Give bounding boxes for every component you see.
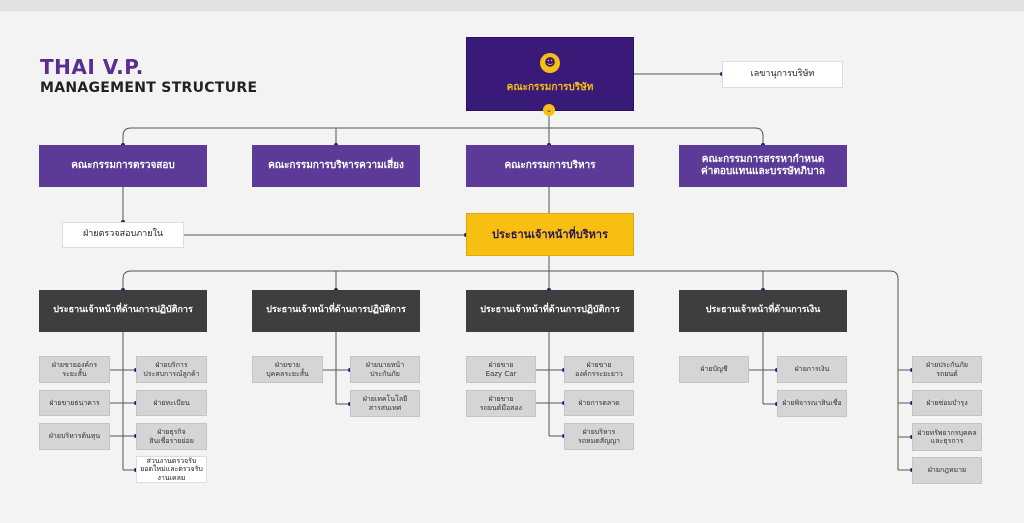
dept-label-1: ฝ่ายเทคโนโลยี bbox=[362, 395, 408, 404]
dept-label-2: ระยะสั้น bbox=[62, 369, 87, 378]
dept-label-1: ฝ่ายขาย bbox=[488, 395, 514, 404]
dept-label-1: ฝ่ายขาย bbox=[586, 361, 612, 370]
dept-label-2: ประกันภัย bbox=[370, 369, 400, 378]
dept-label-1: ส่วนงานตรวจรับ bbox=[146, 457, 197, 466]
chart-subtitle: MANAGEMENT STRUCTURE bbox=[40, 80, 258, 96]
risk-committee-box: คณะกรรมการบริหารความเสี่ยง bbox=[252, 145, 420, 187]
dept-label-1: ฝ่ายธุรกิจ bbox=[157, 428, 186, 437]
dept-label-2: Eazy Car bbox=[485, 369, 517, 378]
dept-label-2: ยอดใหม่และตรวจรับ bbox=[140, 465, 203, 474]
dept-label-1: ฝ่ายนายหน้า bbox=[365, 361, 405, 370]
dept-label-2: องค์กรระยะยาว bbox=[575, 369, 623, 378]
dept-label-3: งานเคลม bbox=[157, 473, 186, 482]
nomination-committee-box: คณะกรรมการสรรหากำหนด ค่าตอบแทนและบรรษัทภ… bbox=[679, 145, 847, 187]
dept-retail-credit: ฝ่ายธุรกิจ สินเชื่อรายย่อย bbox=[136, 423, 207, 450]
officer-ops-2-box: ประธานเจ้าหน้าที่ด้านการปฏิบัติการ bbox=[252, 290, 420, 332]
dept-label-1: ฝ่ายขายองค์กร bbox=[51, 361, 98, 370]
dept-label-1: ฝ่ายประกันภัย bbox=[926, 361, 968, 370]
top-strip bbox=[0, 0, 1024, 11]
officer-ops-1-box: ประธานเจ้าหน้าที่ด้านการปฏิบัติการ bbox=[39, 290, 207, 332]
dept-label-2: บุคคลระยะสั้น bbox=[266, 369, 309, 378]
dept-label-2: และธุรการ bbox=[930, 437, 964, 445]
board-label: คณะกรรมการบริษัท bbox=[506, 82, 594, 94]
dept-label-2: สารสนเทศ bbox=[368, 403, 402, 412]
dept-cost-management: ฝ่ายบริหารต้นทุน bbox=[39, 423, 110, 450]
company-secretary-box: เลขานุการบริษัท bbox=[722, 61, 843, 88]
officer-ops-3-box: ประธานเจ้าหน้าที่ด้านการปฏิบัติการ bbox=[466, 290, 634, 332]
nomination-line-2: ค่าตอบแทนและบรรษัทภิบาล bbox=[701, 166, 825, 177]
board-of-directors-box: ☻ คณะกรรมการบริษัท bbox=[466, 37, 634, 111]
dept-information-technology: ฝ่ายเทคโนโลยี สารสนเทศ bbox=[350, 390, 420, 417]
dept-label-2: รถหมดสัญญา bbox=[578, 436, 620, 445]
dept-label-1: ฝ่ายขาย bbox=[275, 361, 300, 370]
dept-car-insurance: ฝ่ายประกันภัย รถยนต์ bbox=[912, 356, 982, 383]
dept-label-1: ฝ่ายทรัพยากรบุคคล bbox=[917, 428, 977, 437]
dept-accounting: ฝ่ายบัญชี bbox=[679, 356, 749, 383]
dept-hr-admin: ฝ่ายทรัพยากรบุคคล และธุรการ bbox=[912, 423, 982, 451]
dept-customer-experience: ฝ่ายบริการ ประสบการณ์ลูกค้า bbox=[136, 356, 207, 383]
dept-registration: ฝ่ายทะเบียน bbox=[136, 390, 207, 416]
dept-label-2: สินเชื่อรายย่อย bbox=[149, 436, 194, 445]
dept-credit-approval: ฝ่ายพิจารณาสินเชื่อ bbox=[777, 390, 847, 417]
dept-finance: ฝ่ายการเงิน bbox=[777, 356, 847, 383]
audit-committee-box: คณะกรรมการตรวจสอบ bbox=[39, 145, 207, 187]
dept-used-car-sales: ฝ่ายขาย รถยนต์มือสอง bbox=[466, 390, 536, 417]
dept-label-2: รถยนต์มือสอง bbox=[479, 403, 523, 412]
dept-eazy-car-sales: ฝ่ายขาย Eazy Car bbox=[466, 356, 536, 383]
ceo-box: ประธานเจ้าหน้าที่บริหาร bbox=[466, 213, 634, 256]
dept-maintenance: ฝ่ายซ่อมบำรุง bbox=[912, 390, 982, 416]
dept-label-1: ฝ่ายบริหาร bbox=[582, 428, 616, 437]
dept-off-lease-management: ฝ่ายบริหาร รถหมดสัญญา bbox=[564, 423, 634, 450]
nomination-line-1: คณะกรรมการสรรหากำหนด bbox=[701, 153, 825, 165]
dept-label-1: ฝ่ายบริการ bbox=[155, 361, 188, 370]
dept-inspection-claims: ส่วนงานตรวจรับ ยอดใหม่และตรวจรับ งานเคลม bbox=[136, 456, 207, 483]
dept-label-2: ประสบการณ์ลูกค้า bbox=[143, 369, 200, 378]
company-name: THAI V.P. bbox=[40, 55, 144, 79]
executive-committee-box: คณะกรรมการบริหาร bbox=[466, 145, 634, 187]
person-icon: ☻ bbox=[540, 53, 560, 74]
dept-legal: ฝ่ายกฎหมาย bbox=[912, 457, 982, 484]
dept-label-2: รถยนต์ bbox=[936, 369, 958, 378]
dept-marketing: ฝ่ายการตลาด bbox=[564, 390, 634, 416]
dept-corporate-long-term-sales: ฝ่ายขาย องค์กรระยะยาว bbox=[564, 356, 634, 383]
dept-individual-short-term-sales: ฝ่ายขาย บุคคลระยะสั้น bbox=[252, 356, 323, 383]
dept-corporate-short-term-sales: ฝ่ายขายองค์กร ระยะสั้น bbox=[39, 356, 110, 383]
internal-audit-box: ฝ่ายตรวจสอบภายใน bbox=[62, 222, 184, 248]
chevron-down-icon: ⌄ bbox=[543, 104, 555, 116]
dept-insurance-broker: ฝ่ายนายหน้า ประกันภัย bbox=[350, 356, 420, 383]
dept-bank-sales: ฝ่ายขายธนาคาร bbox=[39, 390, 110, 416]
officer-finance-box: ประธานเจ้าหน้าที่ด้านการเงิน bbox=[679, 290, 847, 332]
dept-label-1: ฝ่ายขาย bbox=[488, 361, 514, 370]
